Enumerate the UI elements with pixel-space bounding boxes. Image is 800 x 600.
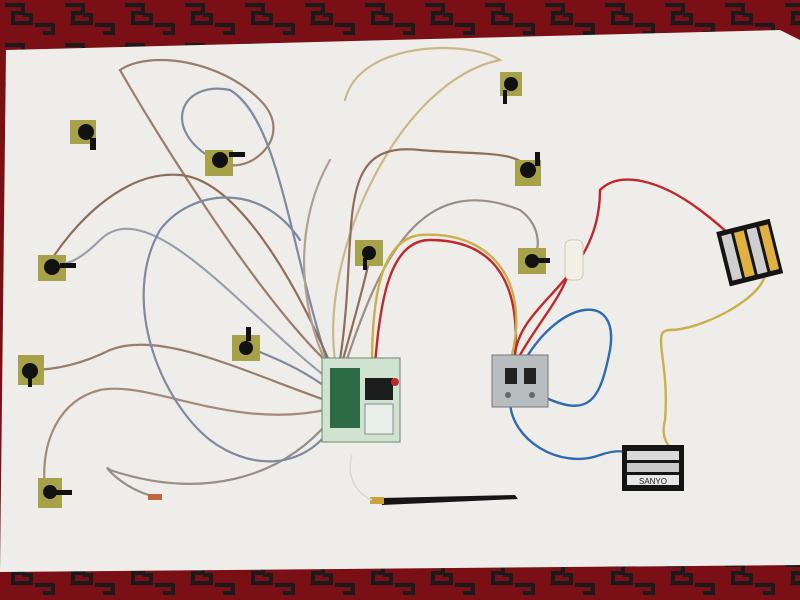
sensor-module xyxy=(38,255,76,281)
sensor-module xyxy=(18,355,44,387)
battery-holder-large xyxy=(716,218,784,287)
controller-board xyxy=(321,357,401,443)
white-board xyxy=(0,30,800,572)
antenna xyxy=(349,454,518,505)
sensor-module xyxy=(355,240,383,270)
battery-brand-label: SANYO xyxy=(639,477,667,486)
wire-tip xyxy=(148,494,162,500)
sensor-module xyxy=(38,478,72,508)
pressure-sensor-modules xyxy=(18,72,550,508)
sensor-wire-bundle xyxy=(28,47,539,500)
sensor-module xyxy=(205,150,245,176)
sensor-module xyxy=(232,327,260,361)
sensor-module xyxy=(515,152,541,186)
sensor-module xyxy=(500,72,522,104)
sensor-module xyxy=(70,120,96,150)
inline-fuse xyxy=(564,239,584,281)
regulator-board xyxy=(491,354,549,408)
sensor-module xyxy=(518,248,550,274)
battery-holder-sanyo: SANYO xyxy=(622,445,684,491)
